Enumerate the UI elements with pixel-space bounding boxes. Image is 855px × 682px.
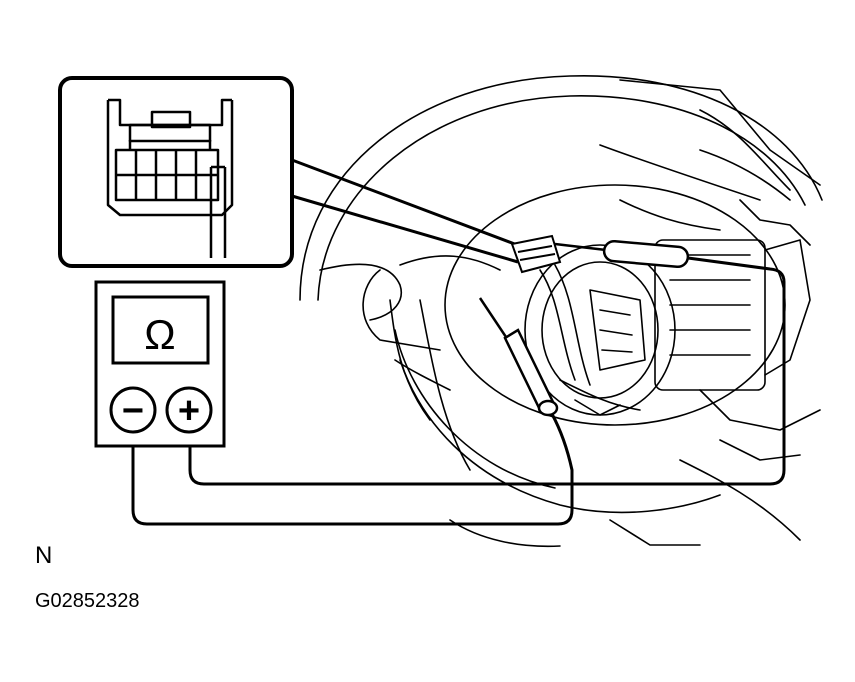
inset-probe (209, 165, 227, 258)
clock-spring-connector (510, 234, 562, 274)
positive-probe (554, 239, 690, 269)
ohm-symbol: Ω (144, 311, 175, 358)
connector-inset (58, 76, 294, 268)
meter-display (111, 295, 210, 365)
steering-assembly-sketch (299, 75, 823, 548)
figure-code-label: G02852328 (35, 590, 140, 612)
connector-body (106, 98, 234, 217)
view-letter-label: N (35, 542, 52, 569)
negative-terminal-symbol: − (122, 390, 144, 432)
positive-terminal: + (165, 386, 213, 434)
negative-probe (478, 297, 559, 417)
negative-terminal: − (109, 386, 157, 434)
ohmmeter: Ω − + (94, 280, 226, 448)
callout-lines (291, 158, 521, 264)
meter-wires (131, 256, 786, 526)
positive-terminal-symbol: + (178, 390, 200, 432)
